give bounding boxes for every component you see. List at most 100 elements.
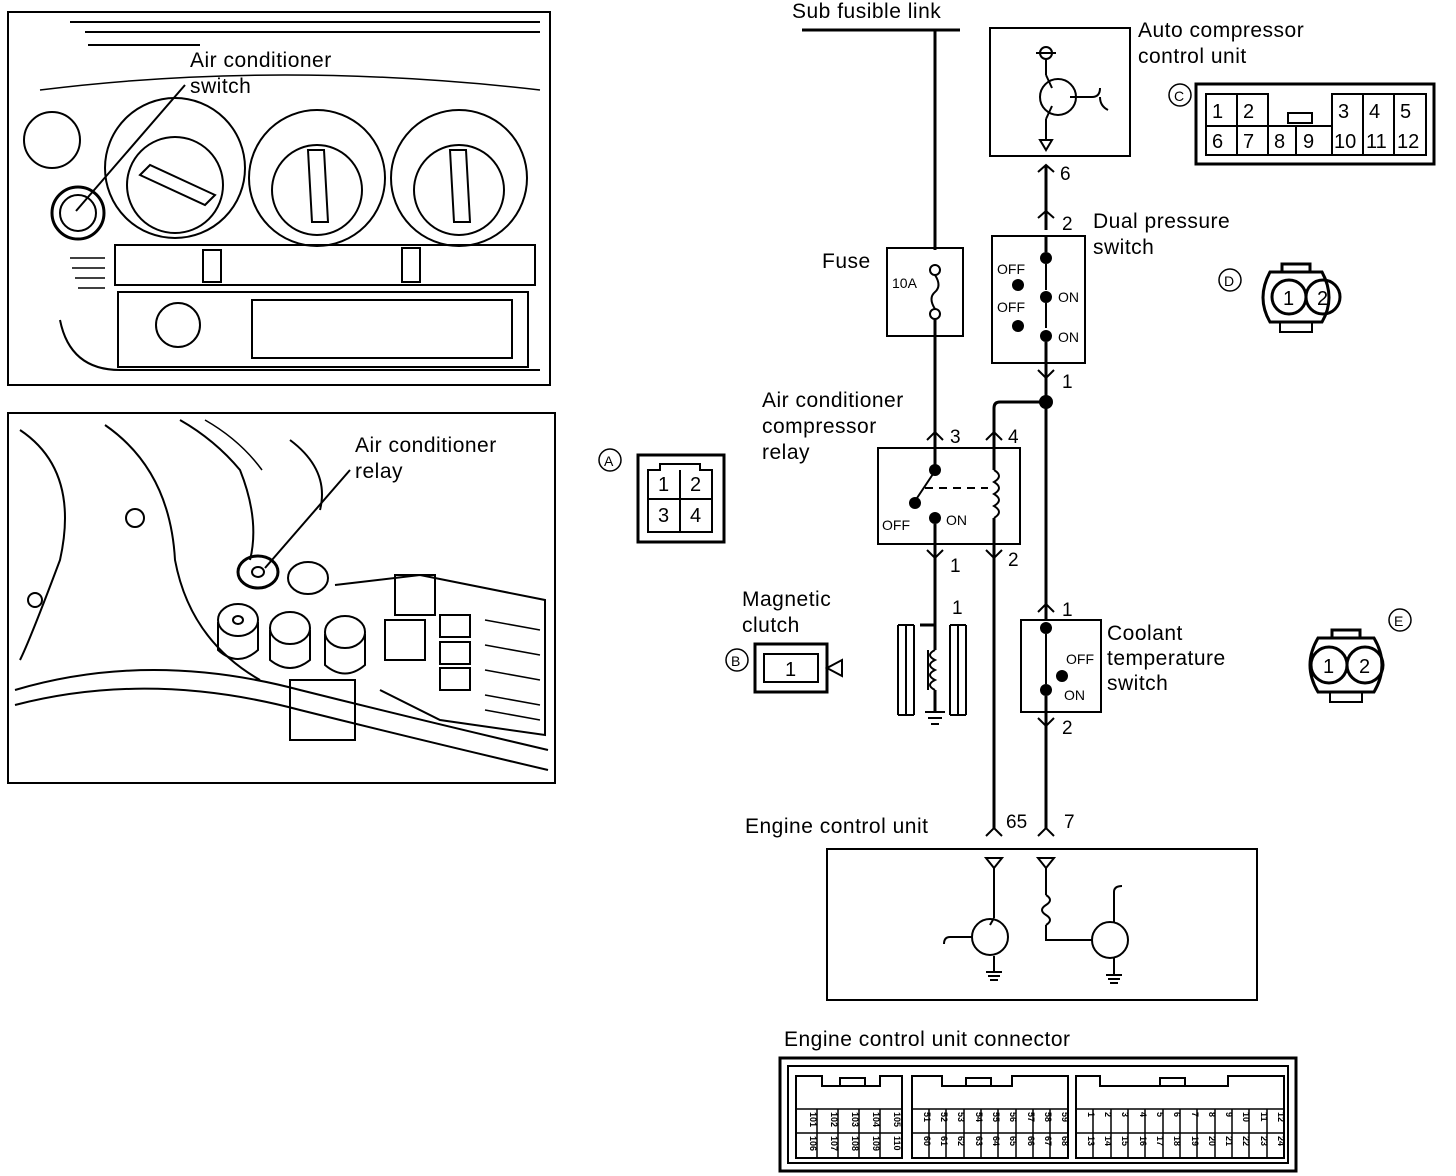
connector-b: B 1 (725, 642, 843, 694)
ecu-pin-3: 3 (1120, 1112, 1130, 1117)
connector-b-pin-1: 1 (785, 659, 796, 681)
cts-label-1: Coolant (1107, 622, 1183, 645)
ecu-pin-1: 1 (1086, 1112, 1096, 1117)
ecu-pin-5: 5 (1155, 1112, 1165, 1117)
ecu-pin-61: 61 (939, 1136, 949, 1146)
ecu-pin-110: 110 (892, 1136, 902, 1151)
fuse-rating: 10A (892, 275, 918, 291)
connector-a-pin-3: 3 (658, 505, 669, 527)
connector-c-pin-6: 6 (1212, 131, 1223, 153)
dual-pressure-switch: Dual pressure switch OFF OFF ON ON (991, 210, 1230, 364)
ecu-pin-18: 18 (1172, 1136, 1182, 1146)
ecu-pin-10: 10 (1241, 1112, 1251, 1122)
ecu-conn-group1: 101 102 103 104 105 106 107 108 109 110 (808, 1112, 902, 1151)
ecu-pin-57: 57 (1026, 1112, 1036, 1122)
cts-pin-1: 1 (1062, 600, 1073, 621)
magnetic-clutch: Magnetic clutch 1 (742, 588, 967, 725)
connector-e: E 1 2 (1308, 608, 1412, 703)
clutch-pin-1: 1 (952, 598, 963, 619)
ecu-pin-6: 6 (1172, 1112, 1182, 1117)
ecu-pin-59: 59 (1060, 1112, 1070, 1122)
fuse-label: Fuse (822, 250, 871, 273)
ecu-pin-11: 11 (1259, 1112, 1269, 1122)
ecu-label: Engine control unit (745, 815, 928, 838)
relay-label-3: relay (762, 441, 810, 464)
ac-switch-label-2: switch (190, 75, 251, 98)
ac-compressor-relay: Air conditioner compressor relay 3 4 OFF… (762, 389, 1021, 577)
ac-relay-label-2: relay (355, 460, 403, 483)
ecu-pin-20: 20 (1207, 1136, 1217, 1146)
ecu-pin-108: 108 (850, 1136, 860, 1151)
ecu-pin-104: 104 (871, 1112, 881, 1127)
ecu-pin-62: 62 (956, 1136, 966, 1146)
connector-c-pin-3: 3 (1338, 101, 1349, 123)
cts-label-2: temperature (1107, 647, 1226, 670)
ecu-pin-7: 7 (1064, 812, 1075, 833)
coolant-temperature-switch: 1 Coolant temperature switch OFF ON 2 (1020, 600, 1226, 739)
ecu-pin-60: 60 (922, 1136, 932, 1146)
dps-off-1: OFF (997, 261, 1025, 277)
ecu-pin-8: 8 (1207, 1112, 1217, 1117)
photo-ac-relay: Air conditioner relay (7, 412, 556, 784)
cts-label-3: switch (1107, 672, 1168, 695)
ecu-pin-14: 14 (1103, 1136, 1113, 1146)
relay-cans (217, 554, 366, 675)
ecu-pin-106: 106 (808, 1136, 818, 1151)
dps-label-2: switch (1093, 236, 1154, 259)
connector-b-mark: B (731, 653, 740, 669)
connector-a: A 1 2 3 4 (598, 448, 726, 544)
ecu-pin-17: 17 (1155, 1136, 1165, 1146)
ecu-pin-15: 15 (1120, 1136, 1130, 1146)
sub-fusible-link-label: Sub fusible link (792, 0, 941, 23)
ecu-pin-68: 68 (1060, 1136, 1070, 1146)
ecu-pin-24: 24 (1276, 1136, 1286, 1146)
connector-c-pin-7: 7 (1243, 131, 1254, 153)
acu-label-2: control unit (1138, 45, 1247, 68)
clutch-label-2: clutch (742, 614, 800, 637)
connector-c-pin-8: 8 (1274, 131, 1285, 153)
connector-e-pin-1: 1 (1323, 656, 1334, 678)
connector-c-pin-2: 2 (1243, 101, 1254, 123)
ecu-pin-51: 51 (922, 1112, 932, 1122)
ecu-pin-53: 53 (956, 1112, 966, 1122)
connector-c-pin-10: 10 (1334, 131, 1356, 153)
fuse: Fuse 10A (822, 247, 964, 337)
ecu-pin-22: 22 (1241, 1136, 1251, 1146)
ecu-pin-105: 105 (892, 1112, 902, 1127)
connector-e-mark: E (1394, 613, 1403, 629)
photo-ac-switch: Air conditioner switch (7, 11, 551, 386)
ecu-pin-12: 12 (1276, 1112, 1286, 1122)
connector-a-pin-1: 1 (658, 474, 669, 496)
ecu-pin-58: 58 (1043, 1112, 1053, 1122)
ecu-connector-title: Engine control unit connector (784, 1028, 1071, 1051)
connector-d-pin-2: 2 (1317, 288, 1328, 310)
dps-pin-2: 2 (1062, 214, 1073, 235)
dps-label-1: Dual pressure (1093, 210, 1230, 233)
ecu-conn-group2: 51 52 53 54 55 56 57 58 59 60 61 62 63 6… (922, 1112, 1070, 1146)
auto-compressor-control-unit: Auto compressor control unit (989, 19, 1304, 157)
ecu-conn-group3: 1 2 3 4 5 6 7 8 9 10 11 12 13 14 15 16 1… (1086, 1112, 1286, 1146)
connector-a-pin-4: 4 (690, 505, 701, 527)
relay-pin-1: 1 (950, 556, 961, 577)
ac-relay-label-1: Air conditioner (355, 434, 497, 457)
dps-pin-1: 1 (1062, 372, 1073, 393)
ecu-pin-13: 13 (1086, 1136, 1096, 1146)
ecu-connector: Engine control unit connector 101 102 10… (778, 1028, 1298, 1173)
connector-c-pin-12: 12 (1397, 131, 1419, 153)
engine-control-unit: Engine control unit 65 7 (745, 812, 1258, 1001)
ac-switch-label-1: Air conditioner (190, 49, 332, 72)
cts-off: OFF (1066, 651, 1094, 667)
dps-on-2: ON (1058, 329, 1079, 345)
ecu-pin-2: 2 (1103, 1112, 1113, 1117)
connector-c-pin-4: 4 (1369, 101, 1380, 123)
ecu-pin-19: 19 (1190, 1136, 1200, 1146)
ecu-pin-67: 67 (1043, 1136, 1053, 1146)
connector-c-mark: C (1174, 88, 1184, 104)
ecu-pin-63: 63 (974, 1136, 984, 1146)
ecu-pin-54: 54 (974, 1112, 984, 1122)
connector-c: C 1 2 3 4 5 6 7 8 9 10 11 12 (1168, 82, 1436, 166)
ecu-pin-52: 52 (939, 1112, 949, 1122)
connector-c-pin-9: 9 (1303, 131, 1314, 153)
connector-a-mark: A (604, 453, 614, 469)
